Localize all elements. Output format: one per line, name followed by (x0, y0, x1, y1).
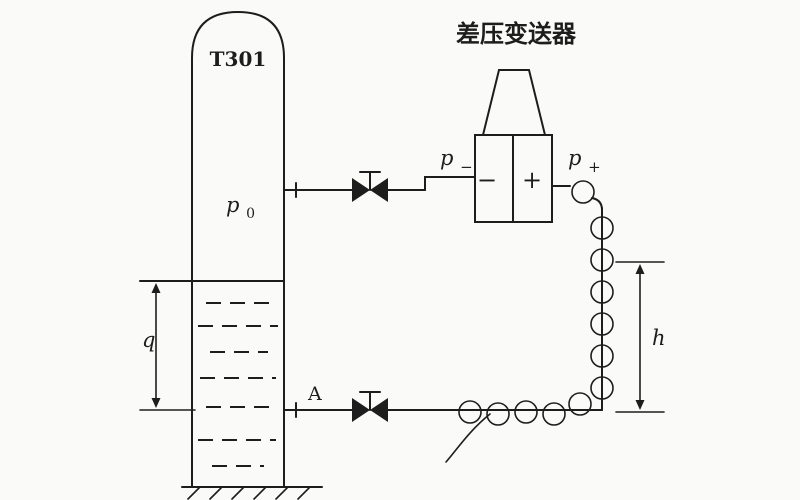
tube-loop (571, 180, 595, 204)
diagram-title: 差压变送器 (456, 20, 577, 48)
tank-pressure-sub: 0 (246, 206, 255, 222)
tap-point-label: A (307, 383, 322, 405)
tube-loop (590, 312, 614, 336)
transmitter-minus-cell: − (477, 166, 497, 194)
tank-label: T301 (210, 47, 267, 71)
tank-pressure-label: p 0 (226, 193, 255, 222)
arrow-down-icon (635, 400, 645, 410)
tank-outline (191, 10, 285, 488)
tube-loop (542, 402, 566, 426)
lower-tap-line (283, 402, 603, 418)
arrow-up-icon (151, 283, 161, 293)
tank-pressure-base: p (226, 193, 239, 217)
transmitter-cap (482, 69, 546, 136)
storage-tank (139, 10, 323, 500)
tube-loop (590, 280, 614, 304)
tube-loop (486, 402, 510, 426)
p-plus-base: p (568, 146, 581, 170)
arrow-down-icon (151, 398, 161, 408)
height-dim-label: h (652, 326, 666, 350)
arrow-up-icon (635, 264, 645, 274)
p-plus-sub: + (588, 158, 601, 176)
tube-loop (590, 376, 614, 400)
transmitter-plus-cell: + (522, 166, 542, 194)
ground-hatch (181, 486, 323, 500)
tube-loop (514, 400, 538, 424)
upper-tap-line (283, 176, 476, 198)
tube-loop (590, 248, 614, 272)
p-minus-sub: − (460, 158, 473, 176)
tube-loop (590, 344, 614, 368)
coiled-tubing (445, 180, 614, 463)
tube-loop (458, 400, 482, 424)
liquid-level-dashes (198, 302, 278, 467)
p-minus-base: p (440, 146, 453, 170)
height-dimension (615, 261, 665, 413)
tube-loop (590, 216, 614, 240)
p-minus-label: p − (440, 146, 473, 176)
tube-loop (568, 392, 592, 416)
upper-valve-icon (352, 171, 388, 202)
dp-transmitter (474, 69, 553, 223)
lower-valve-icon (352, 391, 388, 422)
level-dimension (139, 283, 196, 411)
p-plus-label: p + (568, 146, 601, 176)
tube-tail (445, 413, 491, 463)
level-dim-label: q (142, 328, 155, 352)
